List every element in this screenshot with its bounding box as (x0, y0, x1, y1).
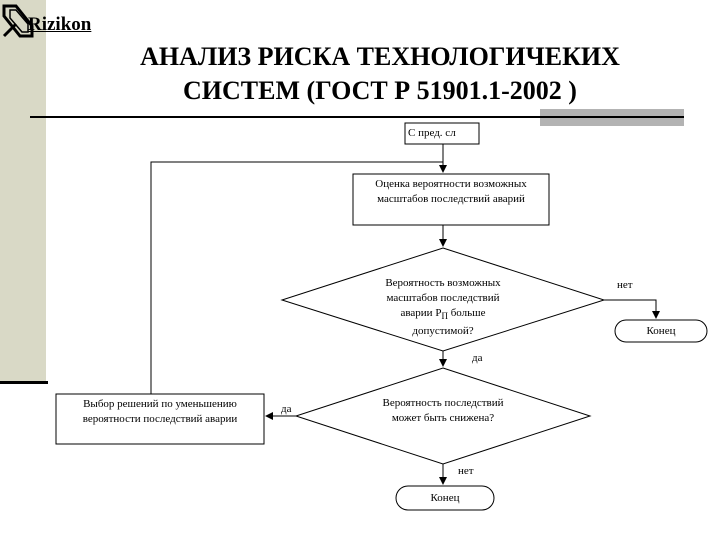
label-no-2: нет (458, 465, 474, 477)
label-yes-1: да (472, 352, 483, 364)
logo-text: Rizikon (28, 14, 92, 35)
assess-box (352, 173, 550, 226)
title-line-2-main: СИСТЕМ (ГОСТ Р 51901.1-2002 (183, 76, 562, 105)
title-line-2-end: ) (568, 76, 577, 105)
decision2-label: Вероятность последствий может быть сниже… (382, 397, 504, 424)
logo-mark-icon (2, 4, 34, 38)
loop-back-line (150, 161, 443, 394)
action-box (55, 393, 265, 445)
decision1-line4: допустимой? (412, 325, 474, 338)
title-line-2: СИСТЕМ (ГОСТ Р 51901.1-2002 ) (60, 74, 700, 108)
arrow-decision1-no (604, 299, 660, 319)
end2-terminator (395, 485, 495, 511)
title-underline (30, 116, 684, 118)
decision1-line3-sub: П (441, 311, 448, 322)
decision1-line3b: больше (447, 307, 486, 319)
end1-terminator (614, 319, 708, 343)
decision1-label: Вероятность возможных масштабов последст… (353, 276, 533, 339)
assess-label: Оценка вероятности возможных масштабов п… (375, 178, 527, 205)
label-yes-2: да (281, 403, 292, 415)
start-label: С пред. сл (408, 127, 456, 139)
decision1-line1: Вероятность возможных (385, 277, 501, 289)
logo: Rizikon (2, 4, 110, 38)
end2-label: Конец (430, 492, 460, 504)
decision1-line3a: аварии P (400, 307, 442, 319)
start-box (404, 122, 480, 145)
title-line-1: АНАЛИЗ РИСКА ТЕХНОЛОГИЧЕКИХ (140, 42, 620, 71)
label-no-1: нет (617, 279, 633, 291)
end1-label: Конец (646, 325, 676, 337)
sidebar-strip (0, 0, 46, 383)
action-label: Выбор решений по уменьшению вероятности … (82, 398, 238, 425)
sidebar-divider (0, 381, 48, 384)
decision1-line2: масштабов последствий (386, 292, 500, 304)
page-title: АНАЛИЗ РИСКА ТЕХНОЛОГИЧЕКИХ СИСТЕМ (ГОСТ… (60, 40, 700, 108)
